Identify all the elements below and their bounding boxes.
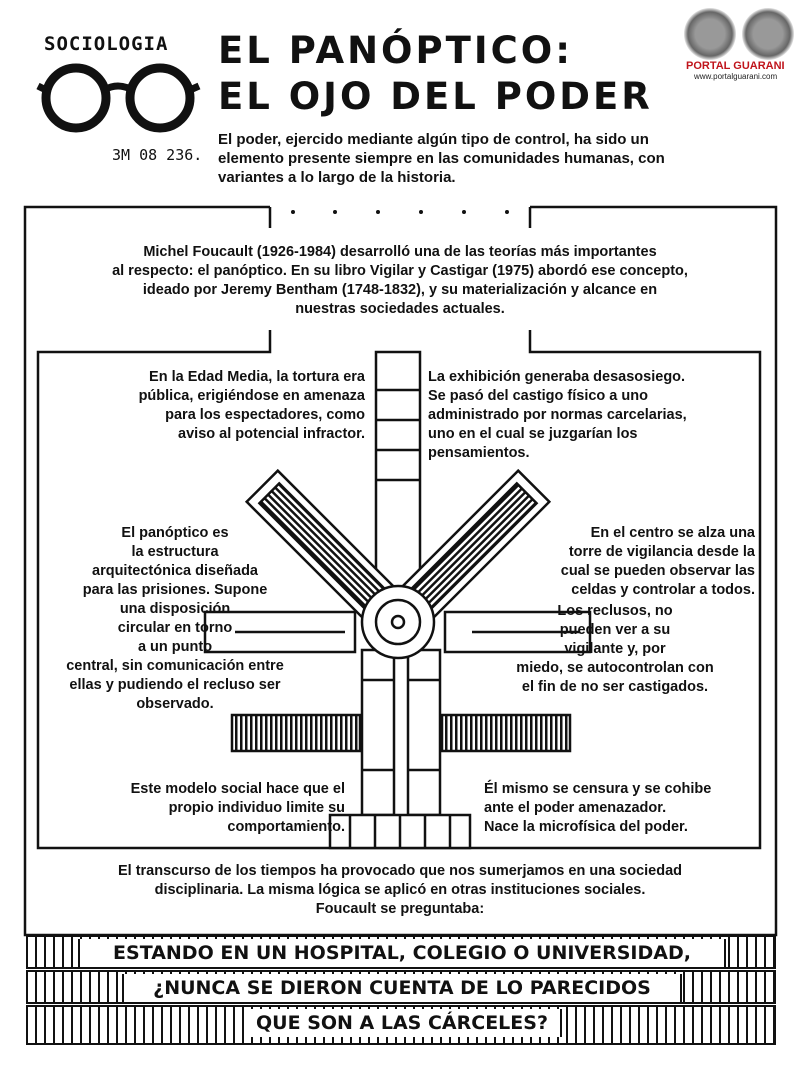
portal-logo-url: www.portalguarani.com bbox=[694, 72, 778, 81]
text-mid-right-1: En el centro se alza una torre de vigila… bbox=[560, 525, 755, 598]
question-line-1: ESTANDO EN UN HOSPITAL, COLEGIO O UNIVER… bbox=[78, 939, 726, 967]
question-line-3: QUE SON A LAS CÁRCELES? bbox=[242, 1009, 562, 1037]
question-bar-3: QUE SON A LAS CÁRCELES? bbox=[26, 1005, 776, 1045]
text-bottom-right: Él mismo se censura y se cohibe ante el … bbox=[484, 781, 712, 835]
glasses-icon bbox=[36, 63, 201, 133]
question-bar-2: ¿NUNCA SE DIERON CUENTA DE LO PARECIDOS bbox=[26, 970, 776, 1004]
lead-text: El poder, ejercido mediante algún tipo d… bbox=[218, 131, 665, 186]
closing-text: El transcurso de los tiempos ha provocad… bbox=[117, 863, 683, 917]
page-title: EL PANÓPTICO: EL OJO DEL PODER bbox=[218, 29, 653, 118]
question-line-2: ¿NUNCA SE DIERON CUENTA DE LO PARECIDOS bbox=[122, 974, 682, 1002]
text-top-left: En la Edad Media, la tortura era pública… bbox=[138, 369, 365, 442]
text-mid-left: El panóptico es la estructura arquitectó… bbox=[66, 525, 284, 712]
issue-code: 3M 08 236. bbox=[112, 146, 203, 164]
portal-logo-text: PORTAL GUARANI bbox=[686, 60, 785, 72]
text-mid-right-2: Los reclusos, no pueden ver a su vigilan… bbox=[516, 603, 714, 695]
text-bottom-left: Este modelo social hace que el propio in… bbox=[130, 781, 345, 835]
seal-logo-left bbox=[684, 8, 736, 60]
question-bar-1: ESTANDO EN UN HOSPITAL, COLEGIO O UNIVER… bbox=[26, 935, 776, 969]
text-top-right: La exhibición generaba desasosiego. Se p… bbox=[428, 369, 687, 461]
seal-logo-right bbox=[742, 8, 794, 60]
brand-label: SOCIOLOGIA bbox=[44, 33, 169, 55]
intro-text: Michel Foucault (1926-1984) desarrolló u… bbox=[112, 244, 688, 317]
